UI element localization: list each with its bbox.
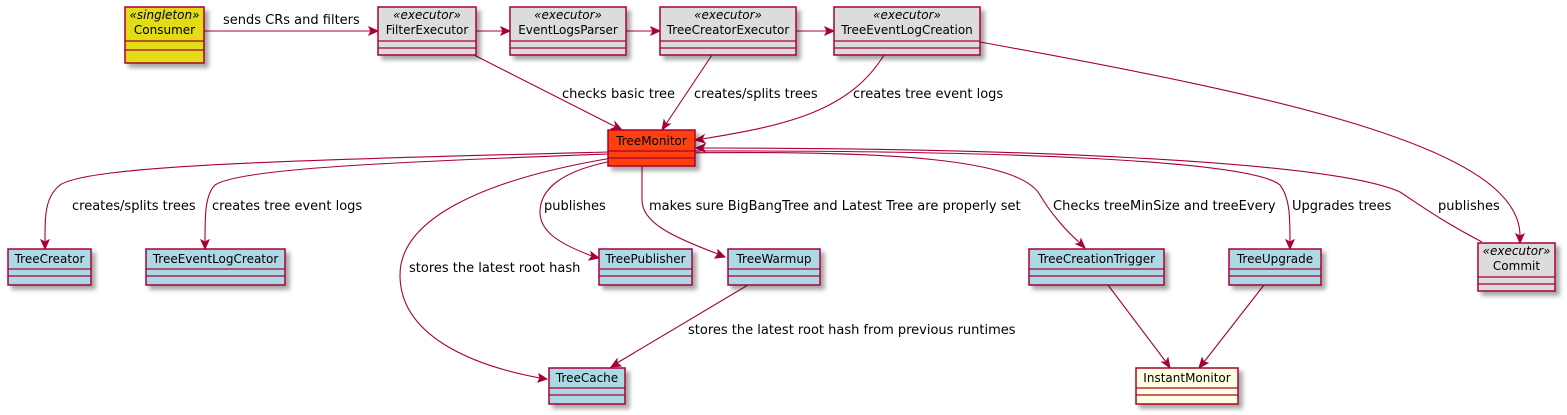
arrow-eventlogcreation-to-monitor xyxy=(693,133,707,144)
treecreationtrigger-name: TreeCreationTrigger xyxy=(1037,252,1155,266)
label-upgrades-trees: Upgrades trees xyxy=(1292,199,1392,214)
treeupgrade-name: TreeUpgrade xyxy=(1236,252,1313,266)
node-consumer[interactable]: «singleton» Consumer xyxy=(124,6,205,64)
edge-treeupgrade-instantmonitor xyxy=(1203,284,1265,363)
node-treecreatorexecutor[interactable]: «executor» TreeCreatorExecutor xyxy=(659,6,797,56)
arrow-filter-to-monitor xyxy=(610,120,624,131)
commit-stereotype: «executor» xyxy=(1483,244,1551,258)
arrow-warmup-to-cache xyxy=(609,357,623,368)
label-publishes-right: publishes xyxy=(1438,199,1500,214)
label-creates-splits-top: creates/splits trees xyxy=(694,87,818,102)
treecreatorexecutor-name: TreeCreatorExecutor xyxy=(666,23,790,37)
label-stores-root-hash: stores the latest root hash xyxy=(409,261,580,276)
edge-treemonitor-treewarmup xyxy=(641,166,719,255)
arrow-trigger-to-instant xyxy=(1160,356,1171,370)
eventlogsparser-stereotype: «executor» xyxy=(534,8,602,22)
treeeventlogcreator-name: TreeEventLogCreator xyxy=(152,252,279,266)
edge-treemonitor-treecreator xyxy=(44,151,609,243)
node-eventlogsparser[interactable]: «executor» EventLogsParser xyxy=(509,6,627,56)
edges xyxy=(39,25,1526,383)
node-instantmonitor[interactable]: InstantMonitor xyxy=(1135,367,1239,405)
eventlogsparser-name: EventLogsParser xyxy=(518,23,618,37)
edge-commit-treemonitor xyxy=(703,147,1483,243)
treepublisher-name: TreePublisher xyxy=(604,252,685,266)
label-creates-tree-event-logs: creates tree event logs xyxy=(212,199,362,214)
treeeventlogcreation-stereotype: «executor» xyxy=(873,8,941,22)
consumer-name: Consumer xyxy=(134,23,195,37)
arrow-to-treepublisher xyxy=(587,250,601,261)
node-treecache[interactable]: TreeCache xyxy=(548,367,626,405)
label-sends-crs: sends CRs and filters xyxy=(223,13,360,28)
label-stores-root-hash-previous: stores the latest root hash from previou… xyxy=(688,323,1016,338)
arrow-to-commit xyxy=(1514,232,1526,245)
arrow-to-treeeventlogcreation xyxy=(823,25,836,37)
arrow-to-treecreator xyxy=(39,238,51,251)
label-publishes-left: publishes xyxy=(544,199,606,214)
arrow-to-treecache xyxy=(537,372,549,383)
treecreatorexecutor-stereotype: «executor» xyxy=(694,8,762,22)
filterexecutor-stereotype: «executor» xyxy=(393,8,461,22)
commit-name: Commit xyxy=(1493,259,1540,273)
node-treepublisher[interactable]: TreePublisher xyxy=(598,248,693,286)
edge-treemonitor-treecache xyxy=(399,157,613,379)
node-treeeventlogcreation[interactable]: «executor» TreeEventLogCreation xyxy=(833,6,981,56)
node-treemonitor[interactable]: TreeMonitor xyxy=(607,129,696,167)
edge-treecreationtrigger-instantmonitor xyxy=(1107,284,1167,363)
treeeventlogcreation-name: TreeEventLogCreation xyxy=(840,23,973,37)
arrow-to-treeeventlogcreator xyxy=(199,238,211,251)
node-filterexecutor[interactable]: «executor» FilterExecutor xyxy=(377,6,477,56)
arrow-to-treecreationtrigger xyxy=(1074,237,1086,249)
filterexecutor-name: FilterExecutor xyxy=(386,23,469,37)
arrow-to-eventlogsparser xyxy=(499,25,512,37)
edge-treemonitor-treeupgrade xyxy=(674,150,1291,243)
arrow-creatorexec-to-monitor xyxy=(661,118,672,132)
arrow-to-filterexecutor xyxy=(367,25,380,37)
node-commit[interactable]: «executor» Commit xyxy=(1477,242,1556,292)
edge-filterexecutor-treemonitor xyxy=(473,54,617,128)
node-treecreator[interactable]: TreeCreator xyxy=(7,248,92,286)
treecache-name: TreeCache xyxy=(555,371,618,385)
edge-treecreatorexecutor-treemonitor xyxy=(665,54,713,125)
label-creates-event-logs-top: creates tree event logs xyxy=(853,87,1003,102)
edge-treewarmup-treecache xyxy=(616,284,749,364)
arrow-to-treewarmup xyxy=(713,248,727,259)
label-checks-treeminsize: Checks treeMinSize and treeEvery xyxy=(1053,199,1276,214)
label-checks-basic-tree: checks basic tree xyxy=(562,87,675,102)
arrow-to-treeupgrade xyxy=(1284,238,1296,251)
node-treewarmup[interactable]: TreeWarmup xyxy=(727,248,821,286)
edge-treemonitor-treeeventlogcreator xyxy=(204,153,609,243)
treecreator-name: TreeCreator xyxy=(14,252,85,266)
node-treeupgrade[interactable]: TreeUpgrade xyxy=(1228,248,1322,286)
edge-treemonitor-treepublisher xyxy=(539,159,619,257)
consumer-stereotype: «singleton» xyxy=(130,8,200,22)
instantmonitor-name: InstantMonitor xyxy=(1143,371,1230,385)
arrow-commit-to-monitor xyxy=(694,142,707,154)
node-treeeventlogcreator[interactable]: TreeEventLogCreator xyxy=(145,248,286,286)
edge-treeeventlogcreation-treemonitor xyxy=(701,54,885,140)
label-creates-splits-trees: creates/splits trees xyxy=(72,199,196,214)
node-treecreationtrigger[interactable]: TreeCreationTrigger xyxy=(1028,248,1165,286)
edge-labels: sends CRs and filters checks basic tree … xyxy=(72,13,1500,338)
edge-treeeventlogcreation-commit xyxy=(979,41,1521,237)
arrow-upgrade-to-instant xyxy=(1198,356,1210,370)
treemonitor-name: TreeMonitor xyxy=(615,134,687,148)
treewarmup-name: TreeWarmup xyxy=(735,252,811,266)
arrow-to-treecreatorexecutor xyxy=(649,25,662,37)
label-makes-sure: makes sure BigBangTree and Latest Tree a… xyxy=(649,199,1021,214)
edge-treemonitor-treecreationtrigger xyxy=(674,151,1081,244)
